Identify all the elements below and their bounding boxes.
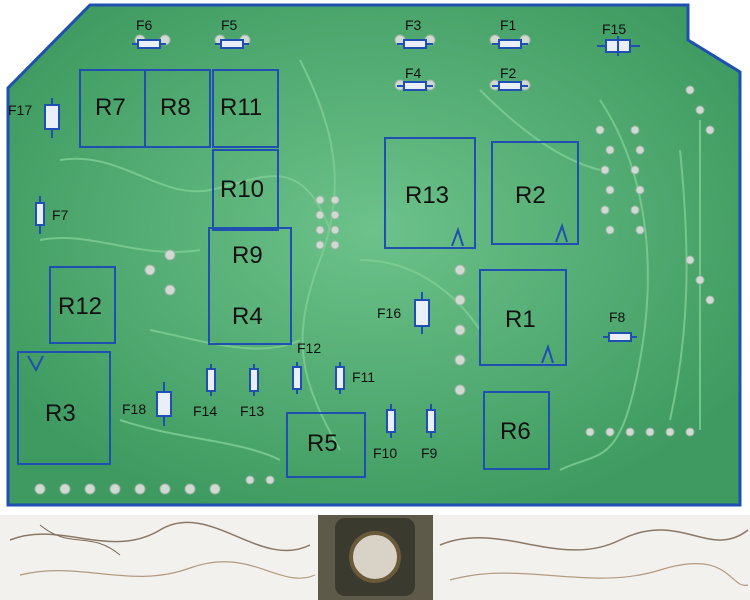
fuse-label-f12: F12 [297, 340, 322, 356]
relay-label-r8: R8 [160, 94, 191, 121]
fuse-f9 [426, 404, 436, 438]
relay-r11-box [212, 69, 279, 148]
fuse-label-f14: F14 [193, 403, 218, 419]
relay-label-r7: R7 [95, 94, 126, 121]
fuse-label-f17: F17 [8, 102, 33, 118]
fuse-label-f5: F5 [221, 17, 238, 33]
fuse-f12 [292, 362, 302, 394]
relay-r12-box [49, 266, 116, 344]
fuse-f7 [35, 196, 45, 234]
fuse-f6 [132, 39, 166, 49]
relay-label-r9: R9 [232, 242, 263, 269]
fuse-label-f9: F9 [421, 445, 438, 461]
relay-label-r10: R10 [220, 176, 265, 203]
solder-pads [34, 34, 715, 495]
relay-r1-box [479, 269, 567, 366]
fuse-symbols [35, 36, 640, 438]
relay-r6-box [483, 391, 550, 470]
relay-label-r6: R6 [500, 418, 531, 445]
fuse-label-f16: F16 [377, 305, 402, 321]
fuse-f4 [397, 81, 433, 91]
relay-label-r11: R11 [220, 94, 263, 121]
relay-label-r2: R2 [515, 182, 546, 209]
fuse-f18 [156, 382, 172, 426]
fuse-f11 [335, 362, 345, 394]
relay-corner-markers [27, 222, 568, 373]
relay-label-r3: R3 [45, 400, 76, 427]
fuse-label-f3: F3 [405, 17, 422, 33]
fuse-label-f2: F2 [500, 65, 517, 81]
fuse-label-f1: F1 [500, 17, 517, 33]
relay-r9r4-box [208, 227, 292, 345]
bottom-photo-strip [0, 515, 750, 600]
fuse-f5 [215, 39, 249, 49]
relay-outlines [17, 69, 579, 478]
fuse-label-f8: F8 [609, 309, 626, 325]
relay-label-r4: R4 [232, 303, 263, 330]
fuse-f14 [206, 364, 216, 396]
fuse-f15 [597, 36, 640, 56]
relay-r13-box [384, 137, 476, 249]
relay-r8-box [144, 69, 211, 148]
relay-r10-box [212, 149, 279, 231]
relay-label-r12: R12 [58, 293, 103, 320]
fuse-f13 [249, 364, 259, 396]
fuse-label-f6: F6 [136, 17, 153, 33]
relay-r3-box [17, 351, 111, 465]
fuse-f3 [397, 39, 433, 49]
relay-r5-box [286, 412, 366, 478]
fuse-label-f11: F11 [352, 369, 376, 385]
fuse-f17 [44, 98, 60, 138]
relay-label-r13: R13 [405, 182, 450, 209]
relay-label-r1: R1 [505, 306, 536, 333]
fuse-label-f10: F10 [373, 445, 398, 461]
fuse-f2 [492, 81, 528, 91]
relay-label-r5: R5 [307, 430, 338, 457]
fuse-f16 [414, 292, 430, 334]
fuse-f1 [492, 39, 528, 49]
fuse-label-f13: F13 [240, 403, 265, 419]
fuse-label-f7: F7 [52, 207, 69, 223]
pcb-board [6, 3, 742, 507]
fuse-label-f4: F4 [405, 65, 422, 81]
fuse-label-f15: F15 [602, 21, 627, 37]
fuse-f8 [603, 332, 637, 342]
fuse-f10 [386, 404, 396, 438]
relay-r2-box [491, 141, 579, 245]
fuse-label-f18: F18 [122, 401, 147, 417]
